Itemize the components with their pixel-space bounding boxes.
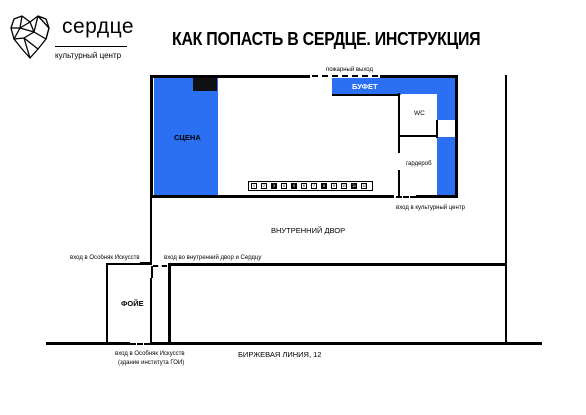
right-corridor-area [437, 78, 455, 120]
door-mark-center [396, 196, 416, 198]
buffet-side-area [400, 78, 438, 94]
door-mark-foyer-top [140, 262, 150, 264]
hall-wall-top-right [380, 75, 457, 78]
fire-exit-label: пожарный выход [326, 67, 373, 73]
door-mark-fire-exit [312, 75, 378, 77]
entrance-mansion-label: вход в Особняк Искусств [70, 255, 140, 261]
foyer-label: ФОЙЕ [121, 299, 144, 308]
wc-wall-bottom [400, 135, 438, 137]
door-mark-foyer-side [151, 266, 153, 278]
seat: 5 [291, 183, 297, 189]
seat: 1 [251, 183, 257, 189]
inner-building-wall [168, 266, 171, 344]
seat: 7 [311, 183, 317, 189]
stage-equipment-block [193, 78, 217, 91]
courtyard-label: ВНУТРЕННИЙ ДВОР [271, 226, 346, 235]
hall-wall-left [150, 75, 153, 197]
building-wall-right [505, 75, 507, 343]
entrance-street-label-2: (здание института ГОИ) [118, 360, 185, 366]
courtyard-wall-left [150, 198, 152, 263]
buffet-label: БУФЕТ [352, 82, 378, 91]
hall-wall-bottom-left [150, 195, 394, 198]
street-line-right [150, 342, 542, 345]
seat: 4 [281, 183, 287, 189]
entrance-center-label: вход в культурный центр [396, 205, 465, 211]
seat: 10 [341, 183, 347, 189]
buffet-area [332, 78, 401, 95]
seat: 12 [361, 183, 367, 189]
seat: 9 [331, 183, 337, 189]
foyer-wall-left [106, 263, 108, 343]
seat-row: 1 2 3 4 5 6 7 8 9 10 11 12 [248, 181, 373, 191]
stage-area [154, 78, 218, 196]
seat: 6 [301, 183, 307, 189]
door-mark-courtyard [153, 265, 167, 267]
seat: 2 [261, 183, 267, 189]
buffet-wall-bottom [332, 94, 400, 96]
hall-wall-top-left [150, 75, 310, 78]
courtyard-wall-bottom [168, 263, 507, 266]
logo-subtitle: культурный центр [55, 51, 122, 60]
door-mark-street [130, 343, 150, 345]
corridor-wall [436, 120, 438, 138]
seat: 11 [351, 183, 357, 189]
cloakroom-wall-left [398, 170, 400, 196]
logo [8, 12, 52, 62]
hall-wall-bottom-right [416, 195, 458, 198]
entrance-courtyard-label: вход во внутренний двор и Сердцу [164, 255, 262, 261]
right-lower-area [437, 137, 455, 196]
heart-logo-icon [10, 15, 50, 59]
hall-wall-right [455, 75, 458, 197]
entrance-street-label-1: вход в Особняк Искусств [115, 351, 185, 357]
street-line-left [46, 342, 130, 345]
seat: 3 [271, 183, 277, 189]
cloakroom-label: гардероб [406, 161, 432, 167]
logo-divider [55, 46, 127, 47]
wc-wall-left [398, 93, 400, 153]
wc-label: WC [414, 110, 425, 117]
foyer-wall-top [106, 263, 152, 265]
street-label: БИРЖЕВАЯ ЛИНИЯ, 12 [238, 350, 322, 359]
logo-word: сердце [62, 15, 135, 38]
page-title: КАК ПОПАСТЬ В СЕРДЦЕ. ИНСТРУКЦИЯ [172, 28, 481, 49]
seat: 8 [321, 183, 327, 189]
foyer-wall-right [150, 278, 152, 343]
stage-label: СЦЕНА [174, 133, 201, 142]
